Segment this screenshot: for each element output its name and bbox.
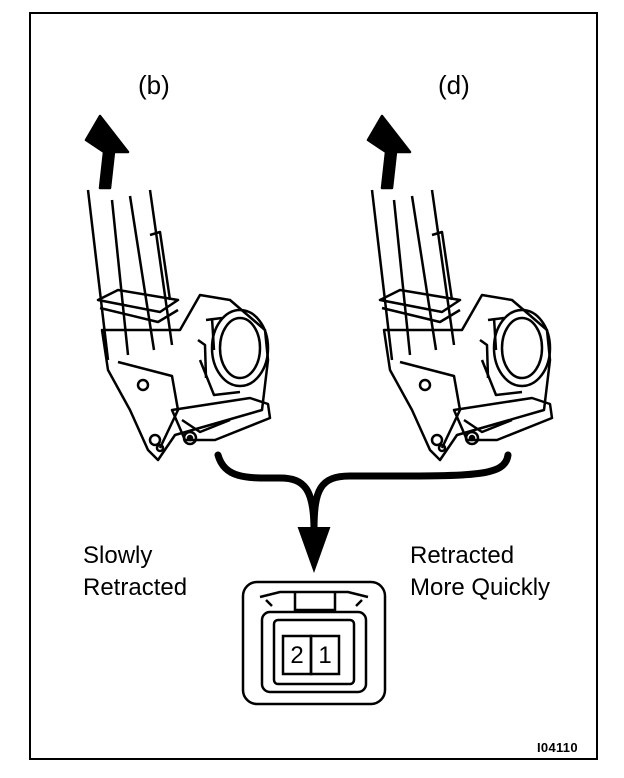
view-label-d: (d)	[438, 70, 470, 100]
caption-slowly-retracted: Slowly Retracted	[83, 540, 187, 604]
arrow-down-icon	[297, 527, 331, 573]
arrow-up-left-icon	[84, 114, 130, 190]
caption-retracted-more-quickly: Retracted More Quickly	[410, 540, 550, 604]
figure-id: I04110	[537, 740, 578, 755]
view-label-b: (b)	[138, 70, 170, 100]
figure-frame	[29, 12, 598, 760]
caption-right-line1: Retracted	[410, 542, 515, 569]
indicator-digit-1: 1	[318, 642, 332, 669]
retractor-left	[84, 114, 272, 462]
caption-right-line2: More Quickly	[410, 574, 551, 601]
merge-arrows	[214, 451, 512, 534]
caption-left-line2: Retracted	[83, 574, 188, 601]
retractor-right	[366, 114, 554, 462]
arrow-up-right-icon	[366, 114, 412, 190]
caption-left-line1: Slowly	[83, 542, 153, 569]
indicator-window	[241, 580, 387, 706]
indicator-digit-2: 2	[290, 642, 304, 669]
